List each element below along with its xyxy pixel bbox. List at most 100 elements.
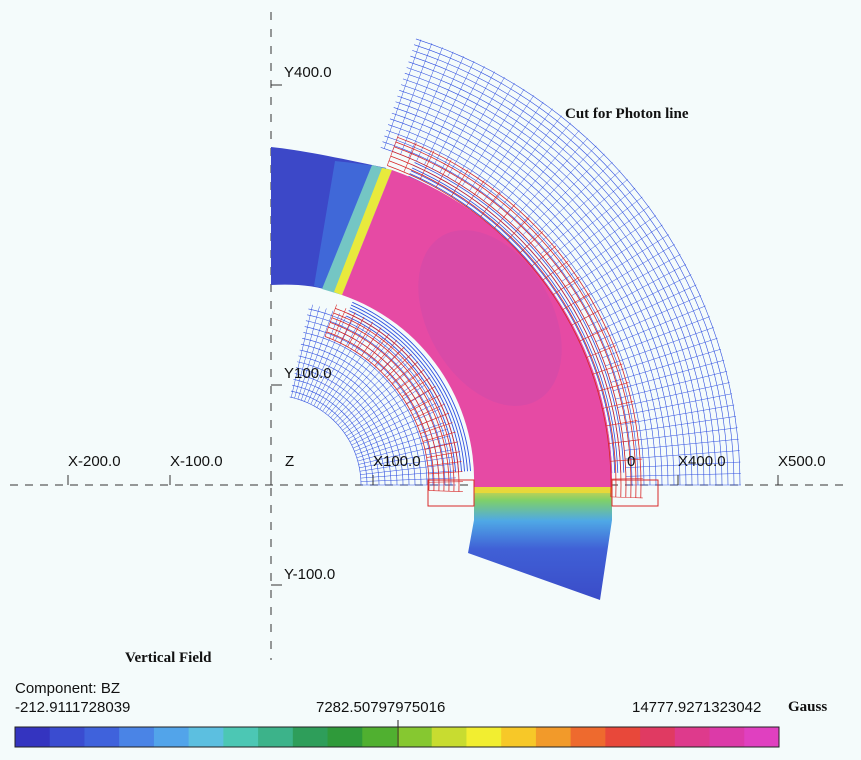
coil-spoke (610, 458, 643, 462)
coil-spoke (552, 276, 580, 296)
mesh-spoke (602, 316, 710, 359)
mesh-spoke (476, 101, 544, 196)
mesh-spoke (625, 461, 741, 468)
coil-spoke (480, 191, 501, 218)
mesh-spoke (516, 145, 597, 229)
axis-ticks (67, 84, 779, 586)
bottom-field-region (468, 487, 612, 600)
mesh-spoke (622, 416, 736, 434)
mesh-spoke (342, 372, 419, 431)
color-bar-segment (119, 727, 155, 747)
mesh-arc (400, 84, 693, 486)
mesh-spoke (348, 390, 431, 440)
mesh-spoke (304, 313, 340, 402)
mesh-spoke (566, 224, 663, 289)
mesh-spoke (319, 329, 372, 410)
mesh-spoke (294, 306, 320, 399)
mesh-spoke (462, 88, 525, 187)
bottom-yellow-edge (474, 487, 612, 493)
mesh-spoke (327, 341, 389, 416)
pole-inner-zone (418, 230, 562, 406)
axis-label-origin: Z (285, 453, 295, 470)
mesh-spoke (297, 308, 327, 400)
mesh-arc (293, 379, 380, 486)
color-bar-segment (292, 727, 329, 747)
coil-spoke (427, 461, 462, 467)
mesh-spoke (310, 318, 353, 405)
axis-label-y-400: Y400.0 (284, 64, 332, 81)
mesh-spoke (359, 449, 453, 469)
coil-spoke (465, 180, 485, 207)
coil-spoke (374, 339, 398, 366)
mesh-spoke (355, 422, 446, 455)
coil-spoke (410, 394, 441, 412)
coil-spoke (610, 478, 643, 480)
coil-spoke (422, 431, 456, 442)
color-bar-segment (397, 727, 433, 747)
mesh-spoke (431, 66, 485, 169)
coil-spoke (610, 496, 643, 499)
mesh-arc (410, 55, 723, 486)
mesh-spoke (625, 450, 740, 460)
mesh-spoke (316, 325, 366, 408)
coil-spoke (420, 422, 453, 434)
coil-spoke (426, 451, 461, 458)
coil-spoke (579, 327, 609, 342)
mesh-spoke (360, 463, 455, 475)
mesh-spoke (337, 361, 410, 426)
color-bar-segment (709, 727, 745, 747)
mesh-spoke (561, 215, 657, 282)
axis-label-x-500: X500.0 (778, 453, 826, 470)
mesh-spoke (335, 356, 405, 423)
mesh-spoke (625, 473, 741, 477)
mesh-spoke (624, 438, 739, 451)
mesh-spoke (439, 71, 495, 173)
mesh-arc (388, 124, 651, 486)
mesh-arc (384, 135, 639, 486)
mesh-spoke (584, 264, 687, 319)
color-bar-frame (14, 726, 780, 748)
color-bar-segment (49, 727, 85, 747)
mesh-arc (397, 95, 681, 486)
coil-spoke (519, 231, 544, 254)
mesh-spoke (357, 435, 450, 462)
coil-spoke (428, 490, 463, 493)
mesh-arc (299, 349, 410, 486)
colorbar-component: Component: BZ (15, 680, 121, 697)
color-bar-segment (501, 727, 537, 747)
left-field-yellow-edge (334, 168, 392, 295)
axis-label-x-neg100: X-100.0 (170, 453, 223, 470)
coil-spoke (386, 353, 412, 378)
color-bar-segment (640, 727, 676, 747)
mesh-arc (289, 396, 362, 486)
mesh-spoke (344, 378, 423, 434)
mesh-spoke (534, 170, 621, 248)
mesh-arc (402, 78, 699, 486)
mesh-arc (302, 337, 422, 486)
coil-spoke (354, 322, 373, 352)
mesh-arc (295, 367, 392, 486)
color-bar-segment (605, 727, 641, 747)
coil-spoke (403, 142, 417, 173)
mesh-spoke (599, 305, 706, 350)
mesh-arc (391, 112, 663, 486)
coil-spoke (428, 471, 463, 475)
color-bar-segment (258, 727, 294, 747)
coil-mesh (324, 135, 659, 507)
mesh-arc (408, 61, 717, 486)
colorbar-max-value: 14777.9271323042 (632, 699, 762, 716)
coil-spoke (339, 312, 356, 344)
mesh-spoke (469, 95, 535, 191)
mesh-spoke (383, 39, 422, 149)
mesh-arc (292, 384, 374, 486)
coil-spoke (571, 310, 600, 326)
coil-spoke (347, 316, 365, 347)
mesh-spoke (575, 244, 675, 304)
mesh-spoke (613, 359, 725, 391)
mesh-spoke (340, 366, 414, 428)
coil-spoke (450, 169, 469, 197)
mesh-spoke (620, 404, 735, 425)
coil-spoke (401, 377, 431, 397)
mesh-arc (399, 90, 687, 486)
colorbar-unit: Gauss (788, 699, 828, 715)
